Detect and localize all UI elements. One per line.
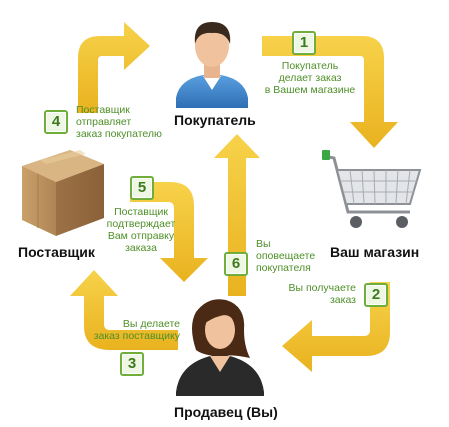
step-4-line-2: отправляет (76, 116, 132, 128)
step-6-line-2: оповещаете (256, 250, 316, 262)
step-5-line-3: Вам отправку (107, 230, 175, 242)
supplier-label: Поставщик (18, 244, 95, 260)
step-6-line-3: покупателя (256, 262, 311, 274)
step-5-line-1: Поставщик (114, 206, 168, 218)
step-6-badge: 6 (224, 252, 248, 276)
step-3-line-1: Вы делаете (122, 318, 180, 330)
step-6-text: Вы оповещаете покупателя (256, 238, 336, 274)
step-4-badge: 4 (44, 110, 68, 134)
seller-label: Продавец (Вы) (174, 404, 278, 420)
step-1-line-3: в Вашем магазине (264, 84, 356, 96)
step-5-line-4: заказа (125, 242, 157, 254)
buyer-person-icon (176, 22, 248, 108)
arrow-supplier-to-seller (130, 182, 208, 282)
arrow-seller-to-buyer (214, 134, 260, 296)
arrow-buyer-to-shop (262, 36, 398, 148)
shop-label: Ваш магазин (330, 244, 420, 260)
step-4-line-3: заказ покупателю (76, 128, 162, 140)
outer-cycle-arrows (70, 22, 398, 372)
step-6-line-1: Вы (256, 238, 271, 250)
seller-woman-icon (176, 299, 264, 396)
step-3-line-2: заказ поставщику (93, 330, 180, 342)
step-2-line-1: Вы получаете (288, 282, 356, 294)
step-4-line-1: Поставщик (76, 104, 130, 116)
step-3-badge: 3 (120, 352, 144, 376)
step-2-badge: 2 (364, 283, 388, 307)
shopping-cart-icon (322, 150, 422, 228)
arrow-shop-to-seller (282, 282, 390, 372)
arrow-seller-to-supplier (70, 270, 178, 350)
step-5-badge: 5 (130, 176, 154, 200)
step-1-line-2: делает заказ (278, 72, 342, 84)
step-5-line-2: подтверждает (106, 218, 176, 230)
step-2-line-2: заказ (329, 294, 356, 306)
step-1-line-1: Покупатель (281, 60, 339, 72)
step-5-text: Поставщик подтверждает Вам отправку зака… (96, 206, 186, 254)
step-4-text: Поставщик отправляет заказ покупателю (76, 104, 186, 140)
step-1-badge: 1 (292, 31, 316, 55)
step-3-text: Вы делаете заказ поставщику (76, 318, 180, 342)
arrow-supplier-to-buyer (78, 22, 150, 113)
cardboard-box-icon (22, 150, 104, 236)
step-1-text: Покупатель делает заказ в Вашем магазине (252, 60, 368, 96)
buyer-label: Покупатель (174, 112, 256, 128)
step-2-text: Вы получаете заказ (270, 282, 356, 306)
inner-arrows (130, 134, 260, 296)
